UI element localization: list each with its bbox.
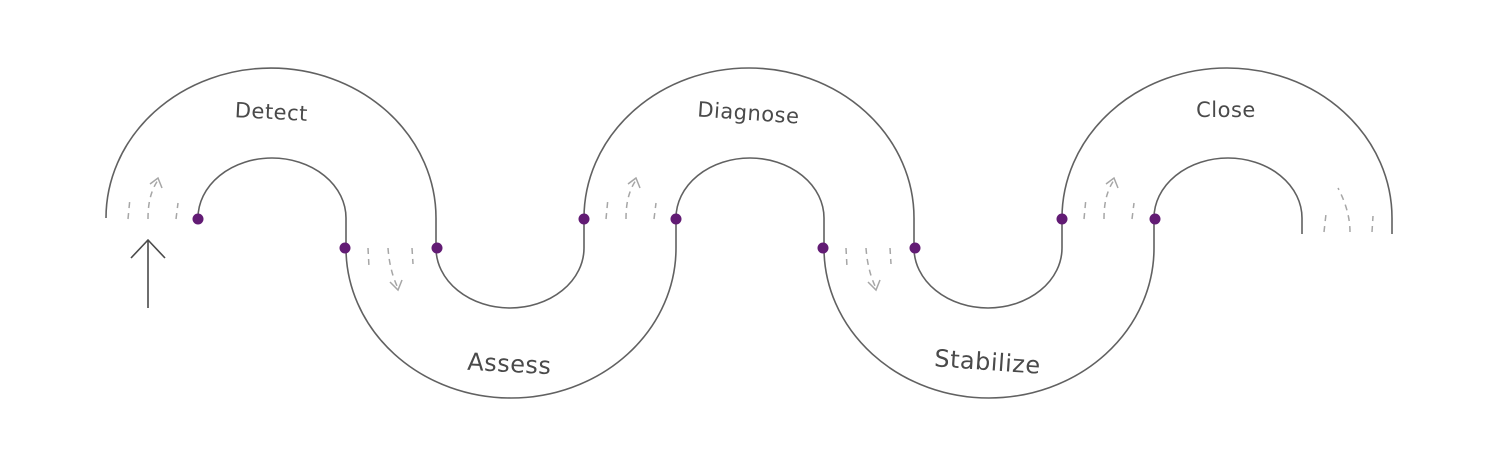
- checkpoint-dot-icon: [339, 242, 351, 254]
- flow-arrow-2: [367, 247, 414, 292]
- checkpoint-dot-icon: [431, 242, 443, 254]
- dashed-curved-arrow-icon: [389, 279, 403, 292]
- checkpoint-dot-icon: [1149, 213, 1161, 225]
- stage-label-stabilize: Stabilize: [933, 344, 1041, 379]
- flow-arrow-5: [1083, 176, 1135, 220]
- checkpoint-dot-icon: [192, 213, 204, 225]
- stage-close: Close: [1061, 67, 1393, 234]
- dashed-curved-arrow-icon: [1105, 176, 1119, 189]
- stage-assess-inner-arc: [435, 218, 585, 309]
- dashed-curved-arrow-icon: [627, 176, 641, 189]
- stage-label-detect: Detect: [234, 98, 308, 126]
- stage-label-diagnose: Diagnose: [697, 97, 801, 128]
- flow-arrow-4: [845, 247, 892, 292]
- stage-assess: Assess: [345, 218, 677, 399]
- checkpoints: [192, 213, 1161, 254]
- stage-stabilize: Stabilize: [823, 218, 1155, 399]
- checkpoint-dot-icon: [817, 242, 829, 254]
- dashed-curved-arrow-icon: [149, 176, 163, 189]
- up-arrow-icon: [130, 238, 166, 308]
- flow-arrow-1: [127, 176, 179, 220]
- stage-close-outer-arc: [1061, 67, 1393, 234]
- stage-assess-outer-arc: [345, 218, 677, 399]
- stage-stabilize-inner-arc: [913, 218, 1063, 309]
- checkpoint-dot-icon: [578, 213, 590, 225]
- dashed-curved-arrow-icon: [867, 279, 881, 292]
- flow-arrow-3: [605, 176, 657, 220]
- stage-diagnose-outer-arc: [583, 67, 915, 248]
- stage-detect: Detect: [105, 67, 437, 248]
- stage-label-close: Close: [1196, 98, 1256, 122]
- stage-stabilize-outer-arc: [823, 218, 1155, 399]
- stage-diagnose-inner-arc: [675, 157, 825, 248]
- stage-detect-inner-arc: [197, 157, 347, 248]
- flow-trail-end: [1323, 187, 1374, 233]
- checkpoint-dot-icon: [909, 242, 921, 254]
- checkpoint-dot-icon: [670, 213, 682, 225]
- stage-label-assess: Assess: [467, 348, 553, 380]
- stage-close-inner-arc: [1153, 157, 1303, 234]
- stage-detect-outer-arc: [105, 67, 437, 248]
- checkpoint-dot-icon: [1056, 213, 1068, 225]
- stage-diagnose: Diagnose: [583, 67, 915, 248]
